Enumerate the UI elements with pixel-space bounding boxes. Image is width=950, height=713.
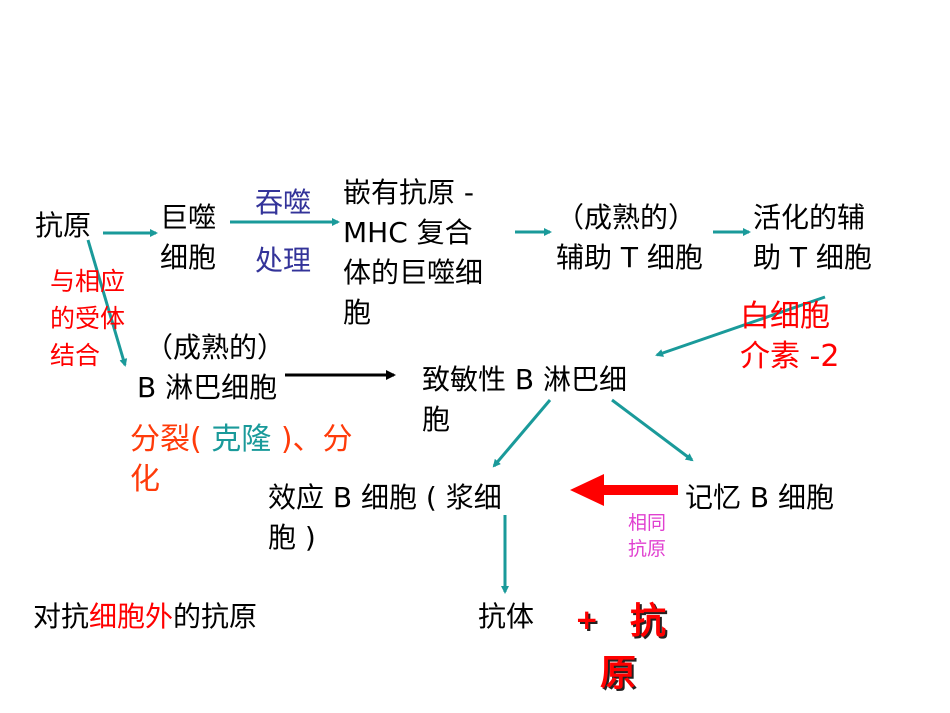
arrow-sensitized-to-effector (492, 399, 552, 468)
arrow-memory-to-effector (570, 474, 678, 506)
division-label: 分裂( 克隆 )、分 化 (130, 422, 353, 497)
memory-b-label: 记忆 B 细胞 (685, 481, 835, 514)
target-label: 对抗细胞外的抗原 (33, 600, 258, 633)
mature-b-label: （成熟的）B 淋巴细胞 (137, 331, 286, 404)
mhc-complex-label: 嵌有抗原 -MHC 复合体的巨噬细胞 (343, 176, 484, 329)
process-label: 处理 (255, 244, 312, 277)
plus-sign: + (575, 603, 599, 636)
effector-b-label: 效应 B 细胞 ( 浆细胞 ) (268, 481, 502, 554)
arrow-sensitized-to-memory (611, 398, 694, 462)
clone-text: 克隆 (211, 422, 272, 457)
same-antigen-label: 相同抗原 (628, 512, 667, 560)
antigen-label: 抗原 (35, 209, 92, 242)
bind-receptor-label: 与相应的受体结合 (50, 267, 126, 370)
antigen-big-2: 原 (600, 653, 637, 694)
sensitized-b-label: 致敏性 B 淋巴细胞 (422, 363, 628, 436)
activated-t-label: 活化的辅助 T 细胞 (753, 201, 872, 274)
helper-t-label: （成熟的）辅助 T 细胞 (556, 201, 703, 274)
antibody-label: 抗体 (478, 600, 535, 633)
antigen-big-1: 抗 (630, 601, 667, 642)
arrow-antigen-to-b-cell (86, 239, 128, 367)
arrow-interleukin-to-sensitized (655, 295, 826, 357)
macrophage-label: 巨噬细胞 (160, 201, 217, 274)
phagocytose-label: 吞噬 (255, 186, 312, 219)
interleukin-label: 白细胞介素 -2 (740, 299, 840, 374)
